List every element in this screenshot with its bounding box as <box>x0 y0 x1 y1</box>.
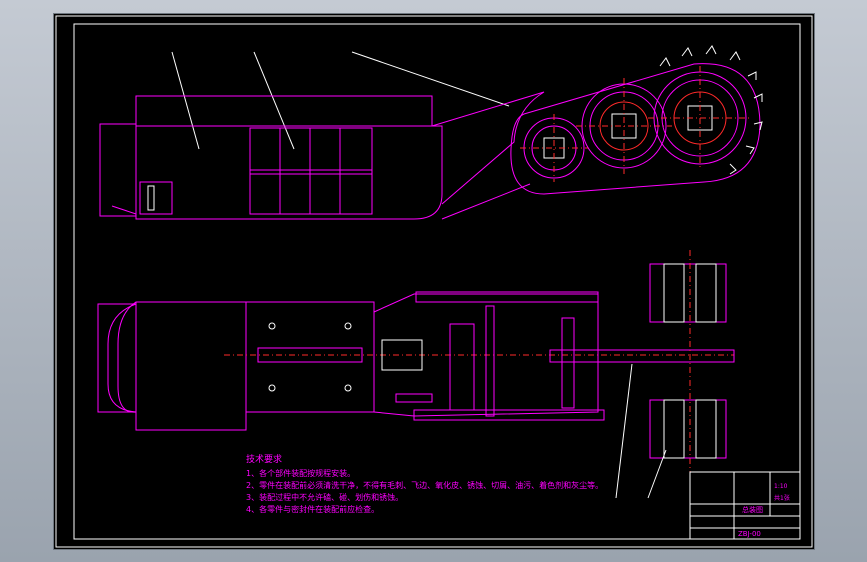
cutting-drum <box>648 45 763 175</box>
drawing-number: ZBJ-00 <box>738 530 761 538</box>
small-sprocket <box>520 114 588 182</box>
leader-line-5 <box>647 449 667 499</box>
drum-lower <box>649 399 727 459</box>
middle-gear <box>576 78 672 174</box>
technical-notes: 技术要求 1、各个部件装配按规程安装。 2、零件在装配前必须清洗干净，不得有毛刺… <box>246 453 603 514</box>
leader-line-4 <box>615 363 633 499</box>
plan-section-view[interactable] <box>97 250 735 499</box>
drawing-name: 总装图 <box>742 505 763 514</box>
note-4: 4、各零件与密封件在装配前应检查。 <box>246 504 379 514</box>
sheet-inner-border <box>73 23 801 540</box>
leader-line-3 <box>351 51 510 107</box>
notes-title: 技术要求 <box>246 453 282 465</box>
drawing-scale: 1:10 <box>774 483 788 490</box>
sheet-outer-border <box>55 15 813 548</box>
sheet-count: 共1张 <box>774 494 790 502</box>
drum-upper <box>649 250 727 474</box>
leader-line-2 <box>253 51 295 150</box>
drawing-canvas: 技术要求 1、各个部件装配按规程安装。 2、零件在装配前必须清洗干净，不得有毛刺… <box>55 15 813 548</box>
note-3: 3、装配过程中不允许磕、碰、划伤和锈蚀。 <box>246 492 403 502</box>
side-elevation-view[interactable] <box>99 45 763 220</box>
cad-viewport[interactable]: 技术要求 1、各个部件装配按规程安装。 2、零件在装配前必须清洗干净，不得有毛刺… <box>54 14 814 549</box>
note-2: 2、零件在装配前必须清洗干净，不得有毛刺、飞边、氧化皮、锈蚀、切屑、油污、着色剂… <box>246 480 603 490</box>
leader-line-1 <box>171 51 200 150</box>
note-1: 1、各个部件装配按规程安装。 <box>246 468 355 478</box>
title-block[interactable]: 总装图 ZBJ-00 1:10 共1张 <box>689 471 801 540</box>
